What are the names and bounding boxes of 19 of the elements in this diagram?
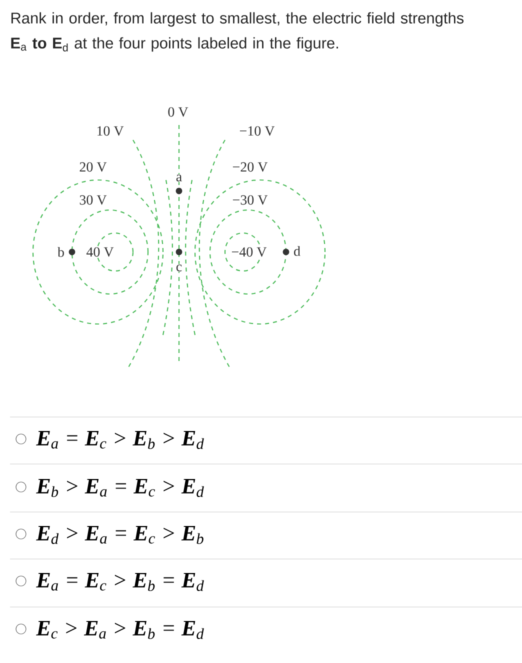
potential-label: −10 V: [238, 126, 276, 136]
answer-option: E$_{a}$ = E$_{c}$ > E$_{b}$ > E$_{d}$: [36, 430, 204, 450]
potential-label: 40 V: [86, 246, 114, 258]
point-label: a: [175, 174, 183, 182]
potential-label: 20 V: [78, 162, 108, 172]
point-label: c: [175, 264, 183, 272]
potential-label: −20 V: [232, 162, 268, 172]
potential-label: 30 V: [78, 194, 108, 206]
potential-label: −40 V: [230, 246, 268, 258]
potential-label: 0 V: [167, 106, 189, 118]
answer-option: E$_{c}$ > E$_{a}$ > E$_{b}$ = E$_{d}$: [36, 620, 204, 640]
potential-label: −30 V: [232, 194, 268, 206]
answer-option: E$_{d}$ > E$_{a}$ = E$_{c}$ > E$_{b}$: [36, 526, 204, 544]
point-label: d: [293, 246, 301, 256]
question-text: Rank in order, from largest to smallest, the electric field strengths E$_{a}$ to E$_{d}$ at the four points labeled in the figure.: [11, 12, 464, 52]
answer-option: E$_{a}$ = E$_{c}$ > E$_{b}$ = E$_{d}$: [36, 572, 204, 592]
answer-option: E$_{b}$ > E$_{a}$ = E$_{c}$ > E$_{d}$: [36, 478, 204, 498]
potential-label: 10 V: [96, 126, 124, 136]
point-label: b: [57, 246, 65, 258]
